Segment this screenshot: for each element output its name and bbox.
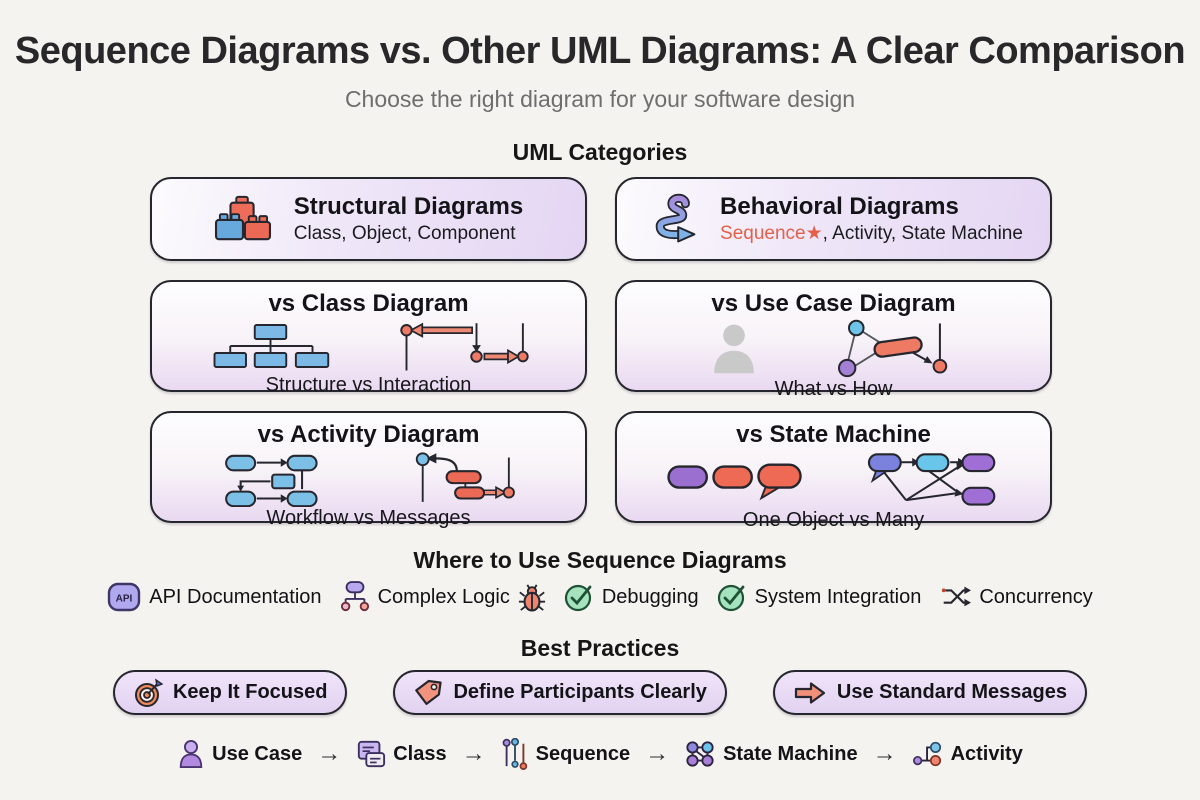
where-item-system-integration: System Integration: [717, 582, 922, 612]
curved-arrow-icon: [644, 192, 698, 246]
pill-define-participants: Define Participants Clearly: [393, 670, 727, 715]
swap-arrows-icon: [939, 582, 972, 612]
where-item-label: API Documentation: [149, 585, 322, 608]
card-behavioral-text: Behavioral Diagrams Sequence★, Activity,…: [720, 193, 1023, 246]
vs-state-title: vs State Machine: [736, 421, 931, 448]
where-item-debugging: Debugging: [564, 582, 699, 612]
flow-step-label: Use Case: [212, 742, 303, 765]
vs-state-caption: One Object vs Many: [742, 508, 925, 531]
card-behavioral-subtitle: Sequence★, Activity, State Machine: [720, 222, 1023, 245]
check-circle-icon: [717, 582, 747, 612]
svg-text:API: API: [116, 594, 133, 605]
object-pills-mini-diagram: [663, 457, 808, 501]
card-vs-use-case-diagram: vs Use Case Diagram: [615, 280, 1052, 400]
vs-usecase-caption: What vs How: [774, 377, 893, 400]
person-icon: [177, 739, 205, 769]
vs-class-caption: Structure vs Interaction: [265, 373, 472, 396]
card-vs-activity-diagram: vs Activity Diagram: [150, 411, 587, 529]
check-circle-icon: [564, 582, 594, 612]
flowchart-icon: [340, 580, 370, 614]
flow-step-label: State Machine: [723, 742, 858, 765]
best-practices-row: Keep It Focused Define Participants Clea…: [0, 670, 1200, 715]
vs-activity-title: vs Activity Diagram: [257, 421, 480, 448]
card-vs-state-machine: vs State Machine: [615, 411, 1052, 531]
where-item-api-documentation: API API Documentation: [107, 582, 322, 612]
flow-step-sequence: Sequence: [501, 738, 630, 770]
vs-class-title: vs Class Diagram: [268, 290, 469, 317]
flow-arrow-icon: →: [645, 740, 670, 767]
workflow-mini-diagram: [215, 449, 355, 507]
where-item-concurrency: Concurrency: [939, 582, 1093, 612]
pill-label: Use Standard Messages: [836, 681, 1068, 703]
star-icon: ★: [805, 223, 823, 245]
behavioral-subtitle-rest: , Activity, State Machine: [822, 223, 1023, 245]
flow-step-label: Class: [393, 742, 447, 765]
page-title: Sequence Diagrams vs. Other UML Diagrams…: [14, 30, 1186, 72]
card-structural-title: Structural Diagrams: [293, 193, 524, 221]
bug-icon: [518, 581, 546, 613]
card-structural-subtitle: Class, Object, Component: [293, 222, 516, 244]
where-to-use-heading: Where to Use Sequence Diagrams: [413, 547, 787, 573]
where-item-complex-logic: Complex Logic: [340, 580, 546, 614]
diagram-workflow-row: Use Case → Class →: [0, 738, 1200, 770]
pill-use-standard-messages: Use Standard Messages: [772, 670, 1088, 715]
card-structural-text: Structural Diagrams Class, Object, Compo…: [294, 193, 523, 245]
sequence-messages-mini-diagram: [407, 449, 522, 507]
vs-activity-caption: Workflow vs Messages: [266, 506, 471, 529]
class-hierarchy-mini-diagram: [203, 318, 338, 374]
flow-arrow-icon: →: [461, 740, 486, 767]
flow-arrow-icon: →: [317, 740, 342, 767]
usecase-network-mini-diagram: [815, 318, 963, 378]
flow-step-use-case: Use Case: [177, 739, 302, 769]
vs-usecase-title: vs Use Case Diagram: [711, 290, 956, 317]
documents-icon: [356, 739, 386, 769]
vs-activity-diagrams: [215, 449, 522, 507]
block-arrow-right-icon: [793, 680, 827, 706]
target-icon: [133, 678, 163, 708]
state-nodes-icon: [684, 739, 716, 769]
where-item-label: System Integration: [754, 585, 922, 608]
vs-usecase-diagrams: [705, 318, 963, 378]
lego-blocks-icon: [214, 193, 272, 245]
flow-arrow-icon: →: [872, 740, 897, 767]
where-item-label: Debugging: [601, 585, 699, 608]
actor-person-icon: [705, 321, 763, 375]
page-subtitle: Choose the right diagram for your softwa…: [344, 86, 856, 112]
card-vs-class-diagram: vs Class Diagram: [150, 280, 587, 396]
cards-grid: Structural Diagrams Class, Object, Compo…: [150, 177, 1052, 531]
card-behavioral-diagrams: Behavioral Diagrams Sequence★, Activity,…: [615, 177, 1052, 261]
flow-step-label: Activity: [950, 742, 1023, 765]
state-transitions-mini-diagram: [860, 449, 1005, 509]
pill-label: Keep It Focused: [172, 681, 328, 703]
vs-state-diagrams: [663, 449, 1005, 509]
where-item-label: Concurrency: [979, 585, 1093, 608]
flow-step-label: Sequence: [535, 742, 631, 765]
pill-keep-it-focused: Keep It Focused: [112, 670, 348, 715]
sequence-mini-diagram: [390, 318, 535, 374]
flow-step-state-machine: State Machine: [684, 739, 858, 769]
lifelines-icon: [501, 738, 529, 770]
sequence-highlight: Sequence: [720, 223, 806, 245]
flow-step-class: Class: [356, 739, 447, 769]
where-to-use-row: API API Documentation Complex Logic: [0, 580, 1200, 614]
card-structural-diagrams: Structural Diagrams Class, Object, Compo…: [150, 177, 587, 261]
activity-flow-icon: [912, 739, 944, 769]
api-badge-icon: API: [107, 582, 141, 612]
tag-icon: [413, 678, 443, 708]
where-item-label: Complex Logic: [377, 585, 510, 608]
flow-step-activity: Activity: [912, 739, 1023, 769]
pill-label: Define Participants Clearly: [453, 681, 707, 703]
best-practices-heading: Best Practices: [520, 635, 680, 661]
card-behavioral-title: Behavioral Diagrams: [720, 192, 959, 220]
uml-categories-heading: UML Categories: [512, 139, 688, 165]
vs-class-diagrams: [203, 318, 535, 374]
